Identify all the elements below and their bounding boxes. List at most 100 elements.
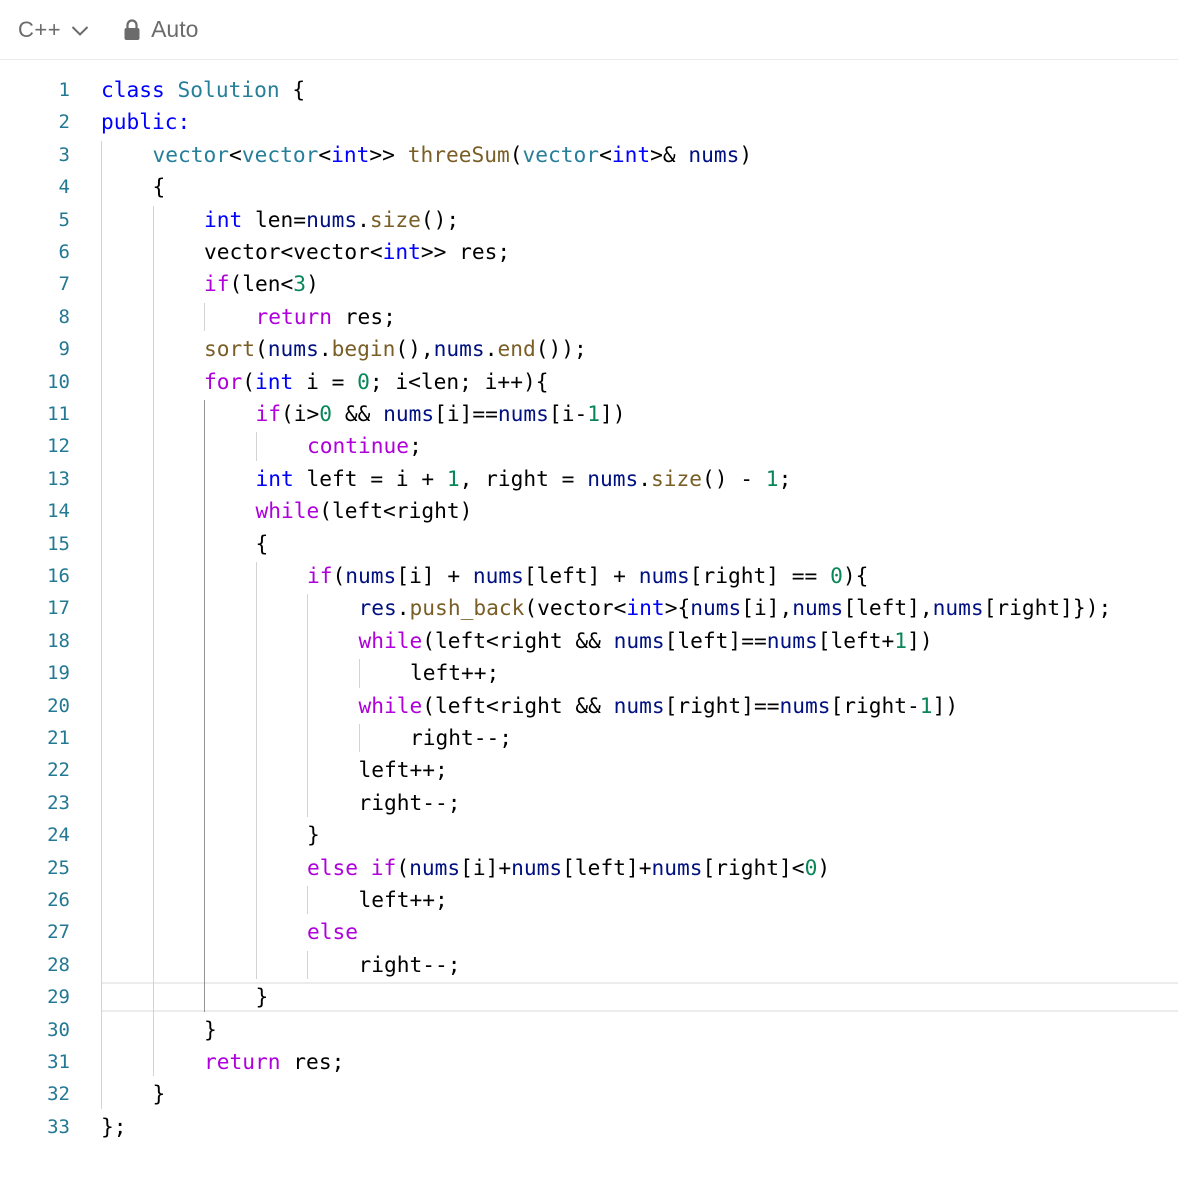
code-token: [i]+: [460, 854, 512, 880]
code-token: threeSum: [407, 141, 510, 167]
language-label: C++: [18, 16, 62, 42]
code-token: size: [650, 465, 703, 491]
code-token: left = i +: [293, 465, 447, 491]
code-token: (left<right): [319, 498, 473, 524]
code-token: public: [101, 109, 178, 135]
code-text: int left = i + 1, right = nums.size() - …: [256, 463, 792, 495]
code-token: push_back: [409, 595, 525, 621]
code-token: }: [152, 1081, 166, 1107]
code-line[interactable]: 15{: [0, 528, 1178, 560]
code-line[interactable]: 33};: [0, 1111, 1178, 1143]
code-token: vector: [241, 141, 319, 167]
code-token: (),: [395, 336, 434, 362]
line-number: 12: [47, 435, 70, 458]
auto-mode[interactable]: Auto: [123, 16, 198, 43]
code-token: 0: [319, 401, 333, 426]
code-token: nums: [932, 595, 984, 621]
indent-guide: [255, 562, 257, 980]
code-line[interactable]: 32}: [0, 1078, 1178, 1110]
code-line[interactable]: 29}: [0, 981, 1178, 1013]
code-token: int: [611, 141, 651, 167]
code-token: nums: [688, 141, 740, 167]
indent-guide: [358, 724, 360, 753]
code-token: Solution: [177, 77, 280, 102]
code-text: while(left<right && nums[right]==nums[ri…: [359, 690, 959, 722]
indent-guide: [307, 594, 308, 818]
code-token: [left]==: [664, 627, 767, 653]
code-token: () -: [702, 465, 766, 491]
code-token: class: [101, 77, 165, 102]
code-token: ){: [842, 563, 869, 588]
code-token: nums: [383, 401, 435, 426]
editor-toolbar: C++ Auto: [0, 0, 1178, 60]
line-number: 21: [47, 727, 70, 749]
code-line[interactable]: 30}: [0, 1014, 1178, 1046]
code-token: if: [370, 854, 397, 880]
code-token: for: [204, 368, 243, 394]
code-token: nums: [409, 854, 461, 880]
code-token: [right] ==: [689, 563, 831, 588]
code-token: nums: [587, 465, 639, 491]
code-token: [i]==: [434, 401, 498, 426]
code-token: 0: [804, 854, 818, 880]
code-token: nums: [690, 595, 742, 621]
code-token: 1: [919, 692, 933, 718]
code-token: res: [358, 595, 397, 621]
code-token: ();: [420, 206, 460, 232]
code-text: }: [256, 981, 269, 1013]
code-text: else: [307, 916, 358, 948]
code-token: nums: [613, 692, 665, 718]
code-text: }: [204, 1014, 217, 1046]
code-token: nums: [779, 692, 831, 718]
language-select[interactable]: C++: [18, 17, 89, 43]
code-token: .: [638, 465, 651, 491]
code-token: nums: [638, 563, 690, 588]
code-line[interactable]: 24}: [0, 819, 1178, 851]
code-token: ());: [535, 336, 587, 362]
code-token: vector: [152, 141, 230, 167]
code-text: right--;: [359, 787, 461, 819]
code-line[interactable]: 4{: [0, 171, 1178, 203]
line-number: 3: [58, 143, 70, 166]
code-token: int: [331, 141, 370, 167]
code-token: nums: [306, 206, 358, 232]
code-token: [right-: [830, 692, 920, 718]
chevron-down-icon: [71, 25, 89, 36]
code-token: size: [369, 206, 421, 232]
line-number: 11: [47, 403, 70, 425]
code-token: res;: [332, 303, 396, 329]
line-number: 8: [58, 305, 70, 328]
line-number: 33: [47, 1115, 70, 1138]
line-number: 4: [58, 176, 70, 199]
code-token: [left] +: [523, 563, 639, 588]
code-text: for(int i = 0; i<len; i++){: [204, 366, 548, 398]
code-text: }: [153, 1078, 166, 1110]
code-token: return: [204, 1049, 281, 1074]
